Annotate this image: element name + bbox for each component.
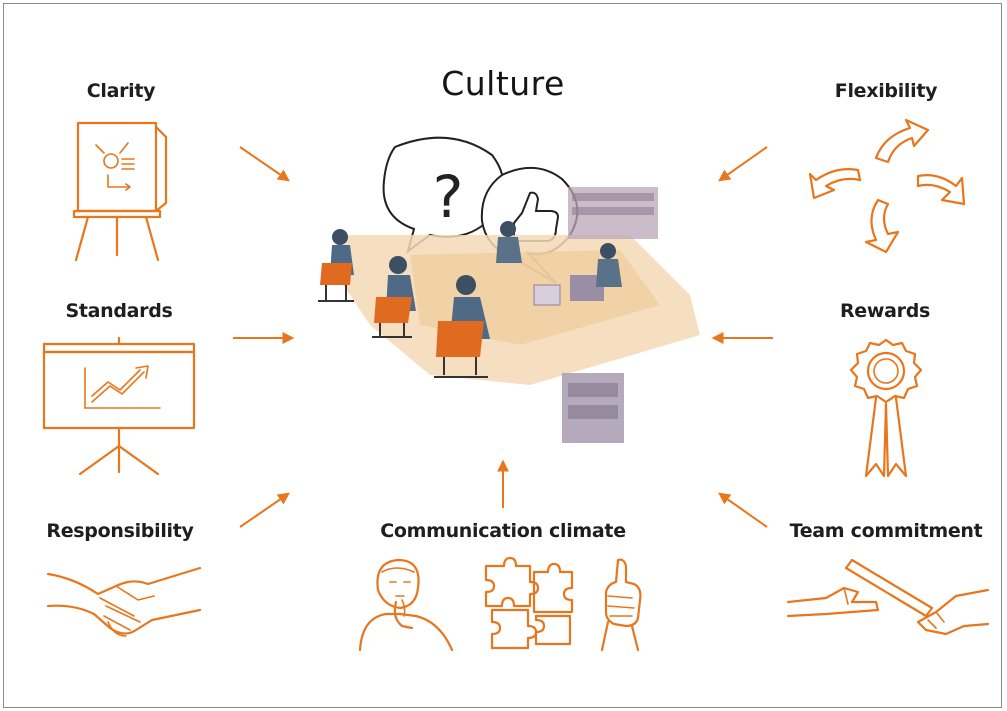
standards-label: Standards bbox=[65, 300, 173, 322]
arrow-team-commitment bbox=[718, 492, 768, 528]
team-commitment-label: Team commitment bbox=[789, 520, 983, 542]
thinking-person-icon bbox=[358, 558, 454, 652]
office-team-meeting-illustration: ? bbox=[318, 136, 700, 443]
rewards-label: Rewards bbox=[839, 300, 931, 322]
thumbs-up-icon bbox=[600, 558, 642, 652]
puzzle-pieces-icon bbox=[484, 556, 574, 650]
flip-chart-icon bbox=[72, 121, 168, 262]
flexibility-label: Flexibility bbox=[834, 80, 938, 102]
arrow-responsibility bbox=[239, 492, 290, 528]
responsibility-label: Responsibility bbox=[46, 520, 194, 542]
clarity-label: Clarity bbox=[86, 80, 156, 102]
communication-climate-label: Communication climate bbox=[380, 520, 626, 542]
circular-arrows-icon bbox=[808, 118, 966, 254]
rosette-ribbon-icon bbox=[849, 338, 923, 478]
diagram-title: Culture bbox=[441, 64, 565, 103]
person-seated-1 bbox=[318, 229, 354, 302]
arrow-clarity bbox=[239, 146, 290, 182]
handshake-icon bbox=[46, 566, 202, 637]
person-seated-5 bbox=[596, 243, 622, 287]
person-seated-3 bbox=[434, 275, 490, 378]
question-speech-bubble bbox=[382, 136, 505, 254]
presentation-screen-icon bbox=[42, 336, 196, 476]
person-seated-4 bbox=[496, 221, 522, 263]
person-seated-2 bbox=[372, 256, 416, 338]
arrow-flexibility bbox=[718, 146, 768, 182]
baton-pass-icon bbox=[786, 558, 990, 636]
question-mark-icon: ? bbox=[433, 163, 464, 231]
figure-frame bbox=[3, 3, 1002, 708]
